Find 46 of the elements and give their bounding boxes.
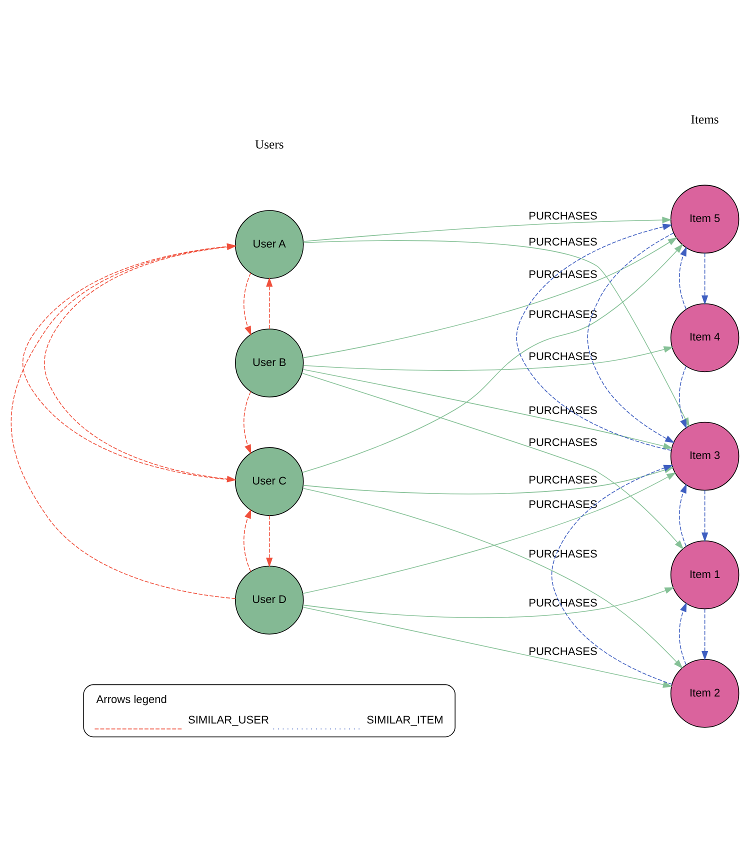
edge-label: PURCHASES: [528, 236, 598, 248]
arrow: [302, 216, 672, 242]
arrow: [678, 366, 687, 429]
legend-label: SIMILAR_ITEM: [366, 714, 444, 727]
arrow: [702, 252, 708, 305]
arrow: [302, 372, 684, 550]
label: Users: [254, 138, 284, 152]
node-circle: Item 4: [670, 303, 740, 372]
arrow: [702, 608, 708, 661]
edge-label: PURCHASES: [528, 404, 598, 417]
node-circle: User D: [234, 566, 304, 634]
edge-label: PURCHASES: [528, 351, 598, 364]
node-circle: Item 3: [670, 422, 740, 491]
arrow: [678, 246, 687, 310]
arrow: [678, 602, 687, 666]
arrow: [243, 508, 252, 572]
arrow: [302, 472, 676, 594]
arrow: [302, 606, 673, 688]
arrow: [266, 277, 273, 330]
node-circle: User C: [234, 447, 304, 516]
arrow: [266, 515, 273, 568]
edge-label: PURCHASES: [528, 210, 598, 222]
label: Items: [690, 112, 719, 126]
arrow: [302, 237, 678, 358]
arrow: [302, 587, 674, 618]
edge-label: PURCHASES: [528, 268, 598, 281]
label: Arrows legend: [96, 694, 167, 706]
arrow: [243, 272, 252, 336]
edge-label: PURCHASES: [528, 309, 598, 322]
edge-label: PURCHASES: [528, 598, 598, 610]
edge-label: PURCHASES: [528, 646, 598, 658]
node-circle: User B: [234, 328, 304, 398]
arrow: [303, 346, 674, 371]
edge-label: PURCHASES: [528, 548, 598, 561]
arrow: [678, 484, 687, 547]
arrow: [516, 224, 672, 451]
edge-label: PURCHASES: [528, 474, 598, 486]
arrow: [587, 232, 675, 443]
node-circle: User A: [234, 210, 304, 279]
arrow: [302, 368, 673, 450]
edge-label: PURCHASES: [528, 437, 598, 450]
arrow: [243, 391, 252, 454]
arrow: [702, 490, 708, 542]
arrow: [302, 488, 683, 669]
legend-label: SIMILAR_USER: [188, 714, 270, 727]
edge-label: PURCHASES: [528, 498, 598, 511]
